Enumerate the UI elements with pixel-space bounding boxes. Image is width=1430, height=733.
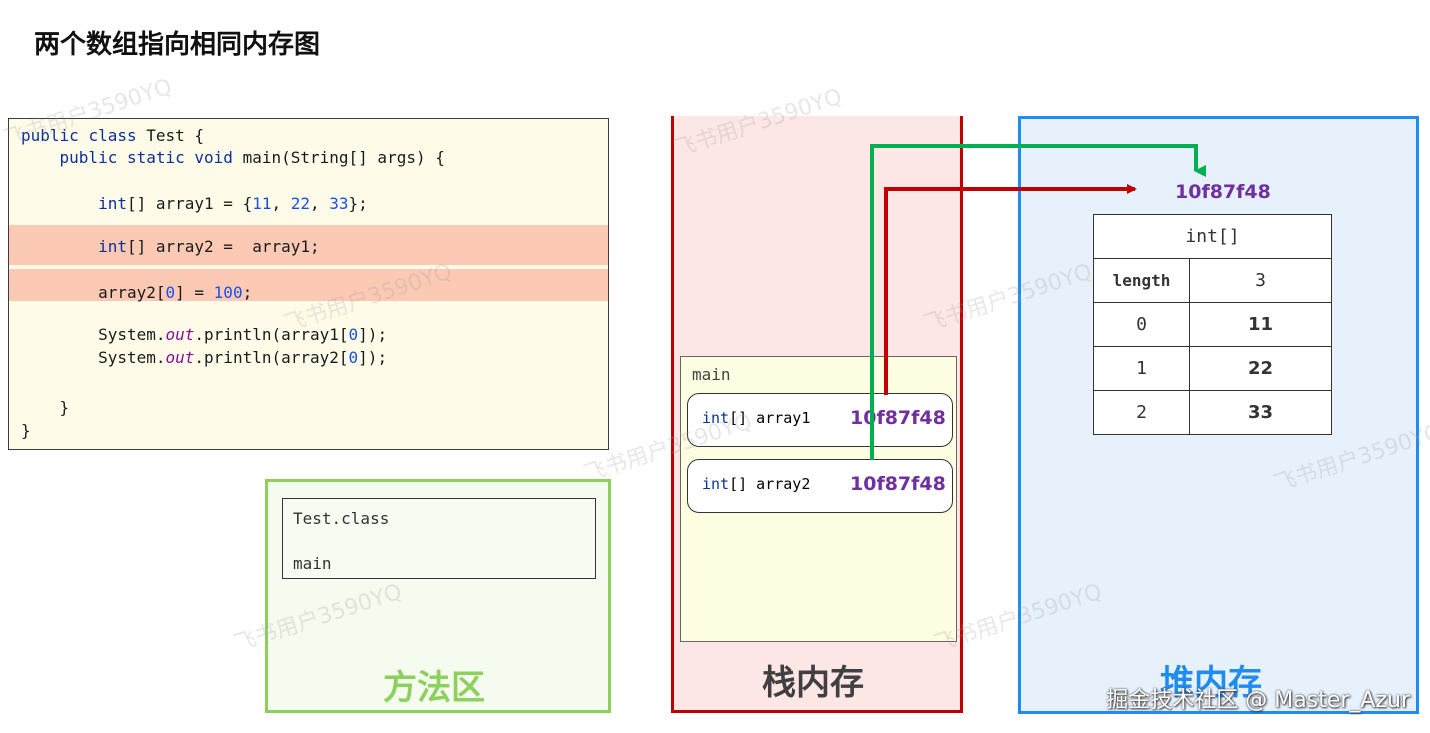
heap-area-label: 堆内存 (1160, 663, 1262, 703)
code-line-3: int[] array1 = {11, 22, 33}; (98, 194, 368, 213)
table-row: 2 33 (1093, 390, 1332, 435)
length-value: 3 (1189, 258, 1332, 303)
code-line-6: System.out.println(array1[0]); (98, 325, 388, 344)
credit-text: 掘金技术社区 @ Master_Azur (1106, 688, 1410, 713)
stack-area-label: 栈内存 (762, 663, 864, 703)
code-line-8: } (59, 398, 70, 417)
table-row: 1 22 (1093, 346, 1332, 391)
code-line-7: System.out.println(array2[0]); (98, 348, 388, 367)
class-name: Test.class (293, 509, 390, 528)
method-class-box: Test.class main (282, 498, 596, 579)
code-panel: public class Test { public static void m… (8, 118, 609, 450)
code-line-4: int[] array2 = array1; (98, 237, 320, 256)
value-cell: 33 (1189, 390, 1332, 435)
stack-var-array2: int[] array2 10f87f48 (687, 459, 953, 513)
value-cell: 22 (1189, 346, 1332, 391)
index-cell: 2 (1093, 390, 1190, 435)
var-decl: int[] array2 (702, 475, 811, 493)
table-row: 0 11 (1093, 302, 1332, 347)
heap-array-table: int[] length 3 0 11 1 22 2 33 (1093, 214, 1332, 435)
code-line-5: array2[0] = 100; (98, 283, 253, 302)
method-area-label: 方法区 (383, 668, 485, 708)
index-cell: 0 (1093, 302, 1190, 347)
code-line-1: public class Test { (21, 126, 205, 145)
page-title: 两个数组指向相同内存图 (34, 30, 321, 60)
arrow-array2 (870, 144, 1206, 460)
highlight-line-assign (9, 269, 608, 301)
heap-address: 10f87f48 (1175, 181, 1271, 203)
highlight-line-array2 (9, 225, 608, 265)
var-decl: int[] array1 (702, 409, 811, 427)
var-address: 10f87f48 (850, 473, 946, 495)
code-line-9: } (21, 421, 31, 440)
arrow-array1 (884, 184, 1137, 395)
method-name: main (293, 554, 332, 573)
frame-name: main (692, 365, 731, 384)
index-cell: 1 (1093, 346, 1190, 391)
code-line-2: public static void main(String[] args) { (59, 148, 445, 167)
value-cell: 11 (1189, 302, 1332, 347)
